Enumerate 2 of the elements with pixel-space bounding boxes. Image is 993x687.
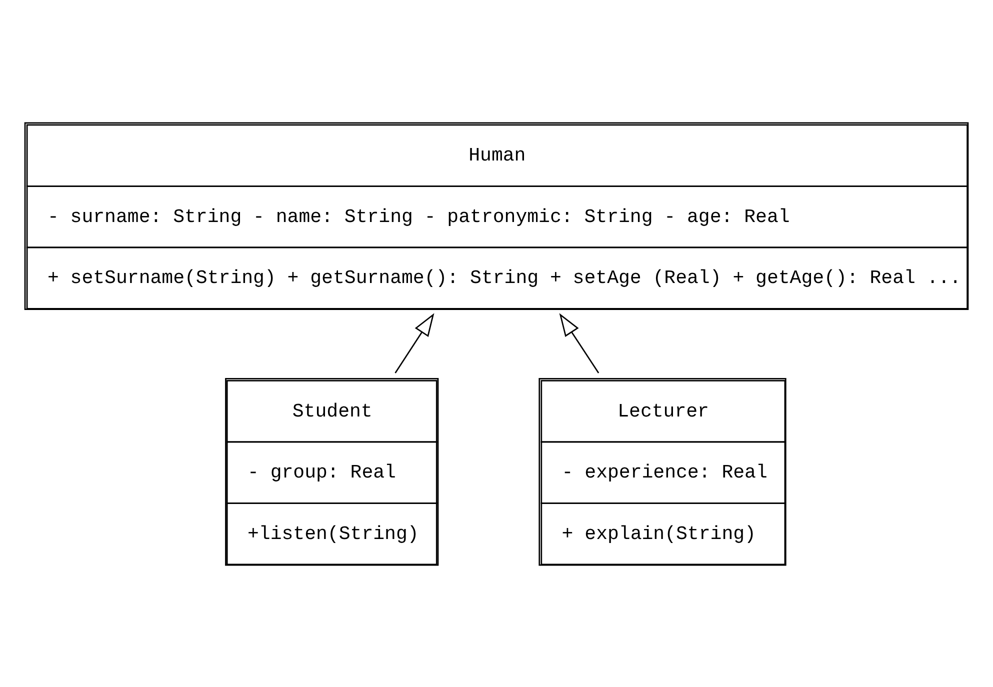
arrow — [559, 312, 600, 373]
arrow — [394, 312, 434, 373]
